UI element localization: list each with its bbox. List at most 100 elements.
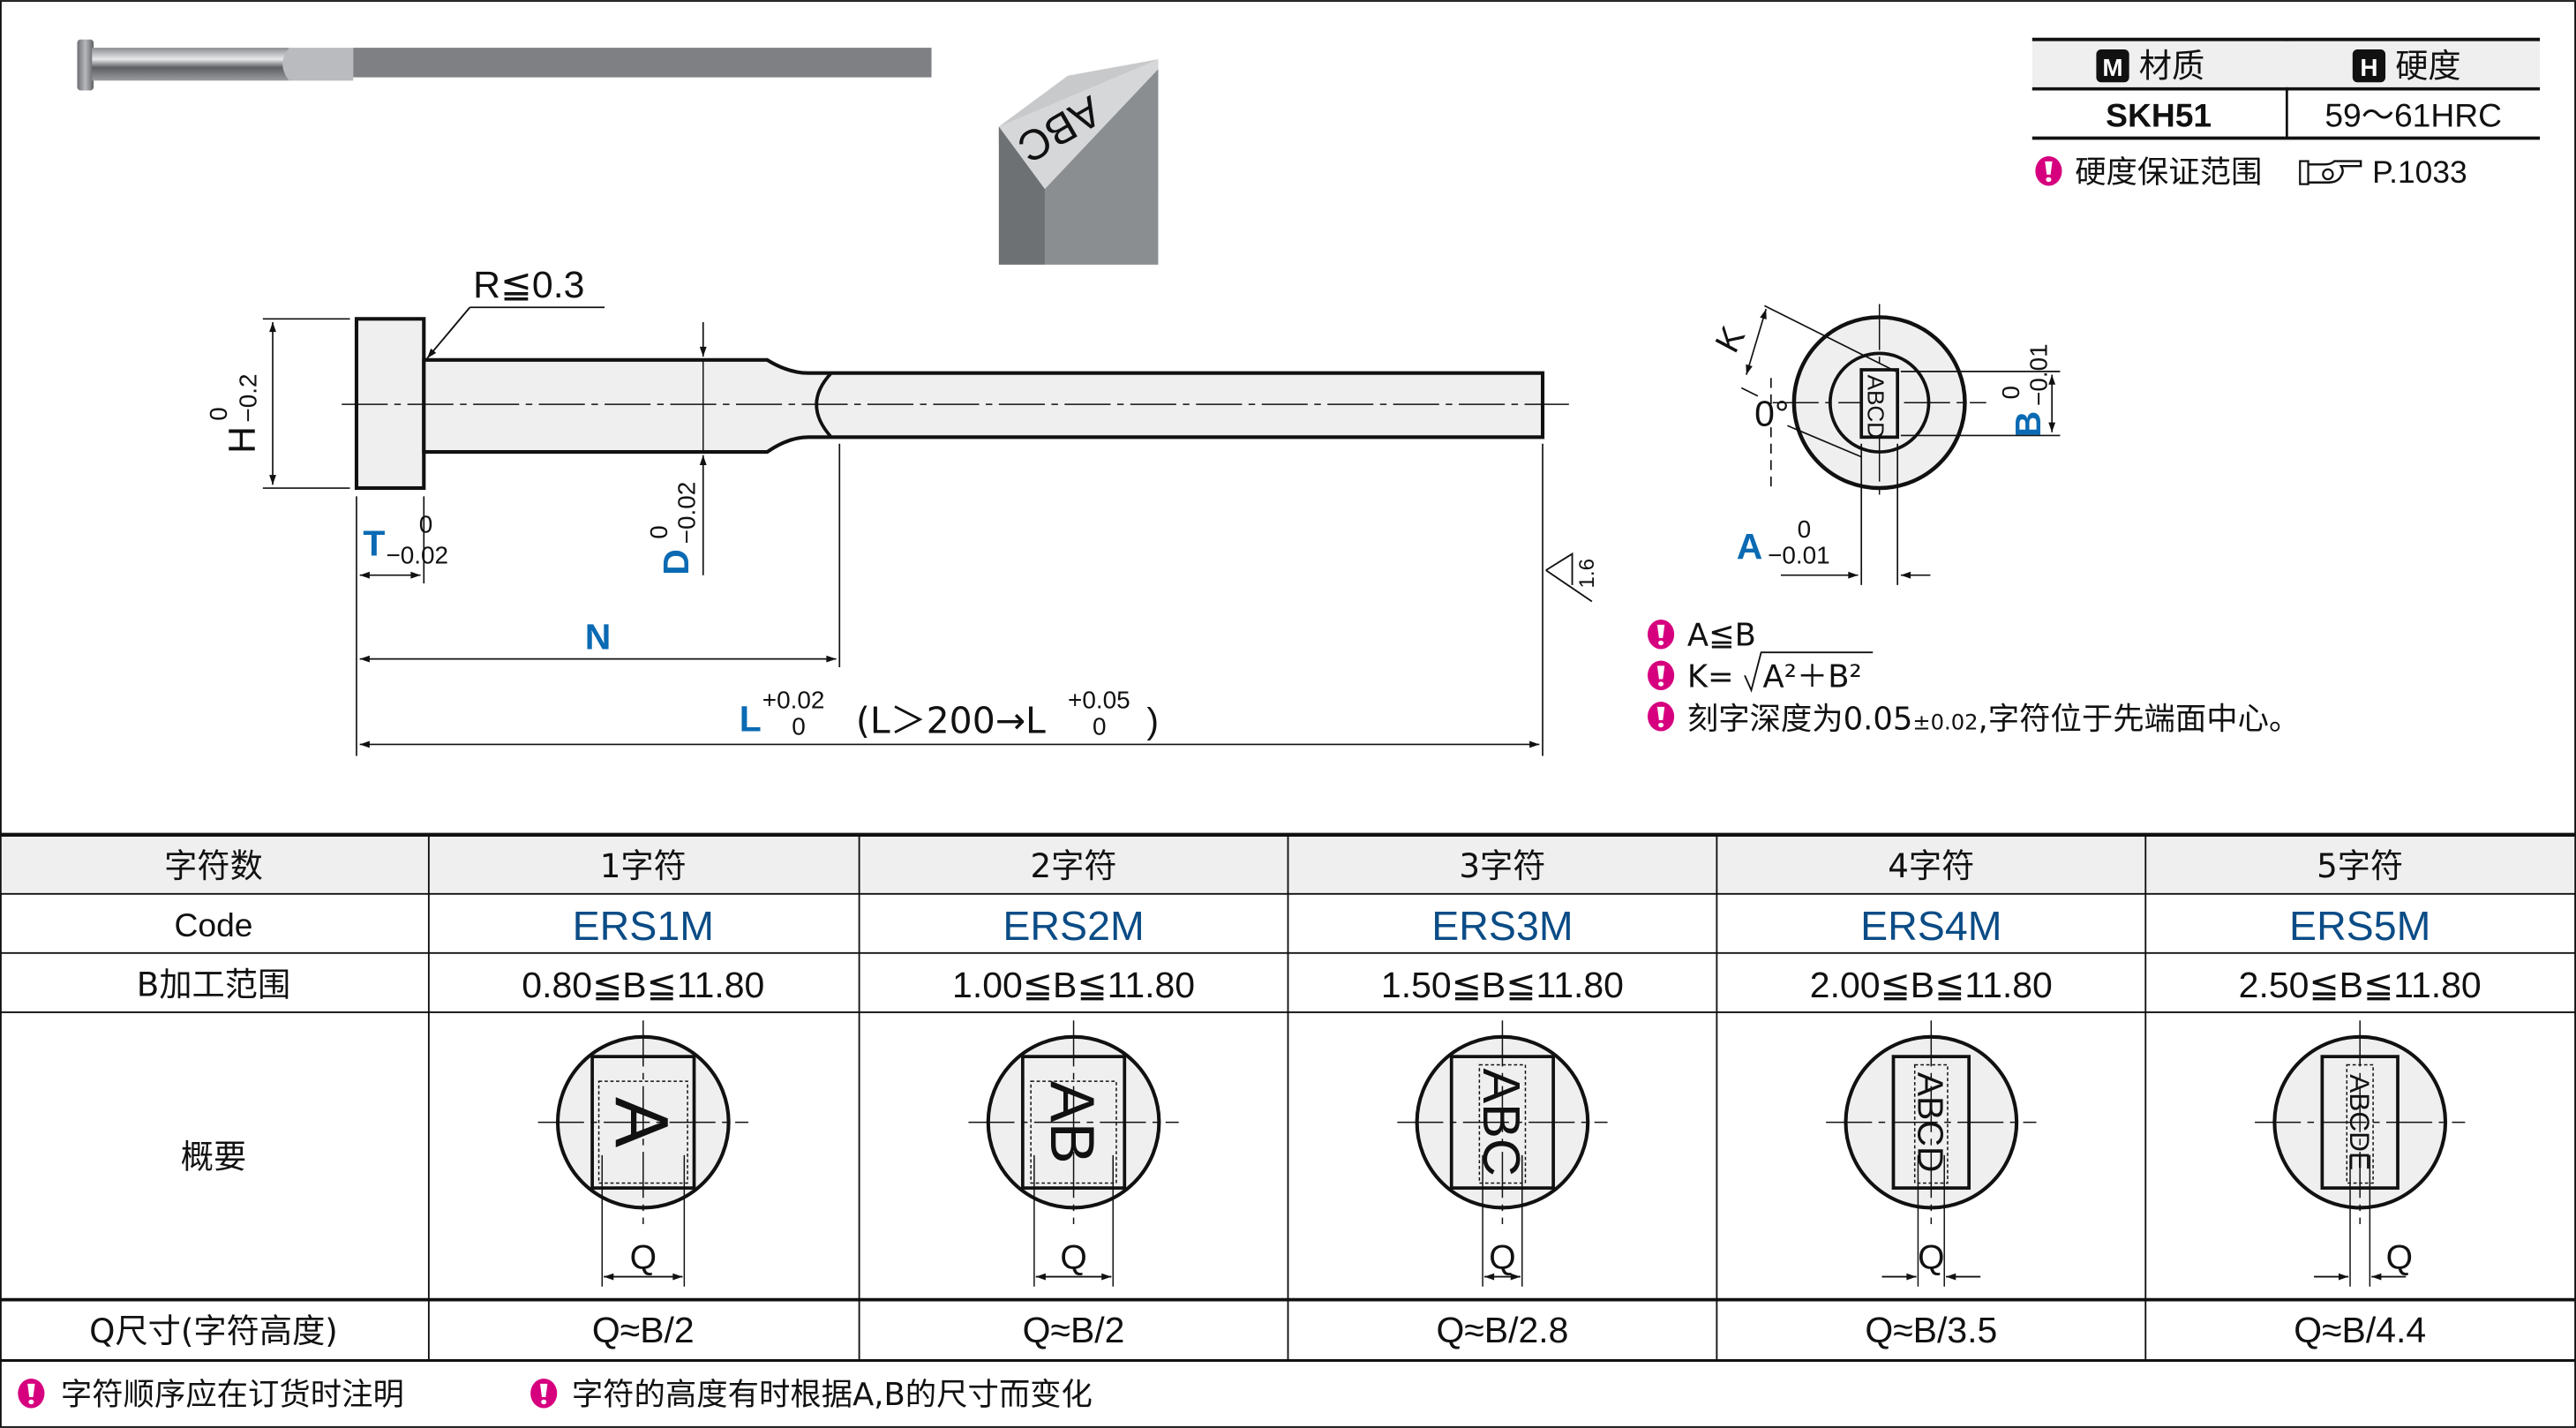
footer-notes: 字符顺序应在订货时注明 字符的高度有时根据A,B的尺寸而变化 <box>18 1377 1093 1413</box>
product-photo-pin <box>77 39 932 91</box>
hardness-badge-letter: H <box>2360 54 2377 81</box>
side-view-drawing: R≦0.3 H 0 −0.2 T 0 −0.02 D 0 −0.02 N <box>205 264 1599 756</box>
material-header-label: 材质 <box>2139 47 2204 86</box>
char-count-cell: 5字符 <box>2317 846 2403 885</box>
drawing-notes: A≦B K= A²＋B² 刻字深度为0.05±0.02,字符位于先端面中心。 <box>1648 618 2300 738</box>
hardness-header-label: 硬度 <box>2395 47 2460 86</box>
pin-head <box>354 317 426 491</box>
q-dimension-label: Q <box>1489 1238 1515 1276</box>
hardness-page-link[interactable]: P.1033 <box>2372 155 2467 190</box>
exclamation-icon <box>18 1379 45 1409</box>
row-label-code: Code <box>175 906 253 943</box>
b-range-cell: 1.50≦B≦11.80 <box>1381 965 1624 1005</box>
material-badge-letter: M <box>2102 54 2122 81</box>
engraving-text: AB <box>1038 1080 1108 1163</box>
hardness-value: 59～61HRC <box>2324 96 2502 133</box>
hardness-header: H 硬度 <box>2352 47 2461 86</box>
exclamation-icon <box>1648 619 1675 650</box>
D-tol-lower: −0.02 <box>672 482 700 545</box>
b-range-cell: 2.00≦B≦11.80 <box>1810 965 2053 1005</box>
note-engrave-text: 刻字深度为0.05±0.02,字符位于先端面中心。 <box>1687 702 2300 738</box>
q-dimension-label: Q <box>1918 1238 1944 1276</box>
L-note-tol-upper: +0.05 <box>1068 686 1130 713</box>
roughness-value: 1.6 <box>1575 559 1599 589</box>
code-cell[interactable]: ERS5M <box>2289 903 2430 949</box>
char-count-cell: 2字符 <box>1030 846 1116 885</box>
L-tol-upper: +0.02 <box>762 686 825 713</box>
angle-label: 0° <box>1754 393 1789 433</box>
code-cell[interactable]: ERS1M <box>573 903 714 949</box>
end-view-drawing: ABCD K 0° B 0 −0.01 A 0 −0.01 <box>1709 304 2061 585</box>
B-tol-upper: 0 <box>1997 386 2024 400</box>
engraving-text: A <box>599 1097 684 1147</box>
L-note-suffix: ) <box>1146 700 1159 740</box>
D-dimension: D 0 −0.02 <box>645 482 701 575</box>
H-tol-lower: −0.2 <box>234 373 261 422</box>
note-k-formula-text: A²＋B² <box>1763 658 1862 695</box>
note-k-formula: K= A²＋B² <box>1648 651 1874 695</box>
material-header: M 材质 <box>2096 47 2204 86</box>
A-label: A <box>1737 526 1763 567</box>
B-label: B <box>2008 411 2048 438</box>
T-tol-upper: 0 <box>419 510 433 537</box>
engraving-diagram: ABCDE Q <box>2255 1020 2466 1287</box>
product-photo-tip: ABC <box>998 59 1159 265</box>
engraving-diagram: AQ <box>537 1020 748 1287</box>
b-range-cell: 2.50≦B≦11.80 <box>2239 965 2482 1005</box>
code-cell[interactable]: ERS3M <box>1431 903 1573 949</box>
exclamation-icon <box>2035 155 2062 186</box>
footer-note-order: 字符顺序应在订货时注明 <box>61 1377 404 1413</box>
row-label-q-size: Q尺寸(字符高度) <box>89 1312 338 1350</box>
B-tol-lower: −0.01 <box>2025 343 2053 406</box>
L-dimension: L +0.02 0 (L＞200→L +0.05 0 ) <box>740 686 1159 741</box>
D-label: D <box>656 549 696 575</box>
char-count-cell: 1字符 <box>600 846 687 885</box>
K-label: K <box>1709 320 1753 358</box>
L-label: L <box>740 699 762 740</box>
row-labels: 字符数 Code B加工范围 概要 Q尺寸(字符高度) <box>89 846 338 1350</box>
exclamation-icon <box>1648 660 1675 691</box>
q-size-cell: Q≈B/2 <box>1023 1310 1125 1350</box>
hardness-badge-icon <box>2352 49 2386 83</box>
note-k-prefix: K= <box>1687 658 1734 695</box>
pointing-hand-icon[interactable] <box>2299 160 2362 185</box>
exclamation-icon <box>530 1379 558 1409</box>
engraving-text: ABCDE <box>2344 1074 2376 1170</box>
N-label: N <box>585 616 612 657</box>
radius-note: R≦0.3 <box>473 264 584 306</box>
hardness-note-text: 硬度保证范围 <box>2075 154 2262 191</box>
note-a-le-b: A≦B <box>1648 618 1756 654</box>
q-dimension-label: Q <box>630 1238 657 1276</box>
row-label-overview: 概要 <box>181 1138 246 1176</box>
q-dimension-label: Q <box>2386 1238 2413 1276</box>
code-cell[interactable]: ERS4M <box>1860 903 2001 949</box>
engraving-text: ABC <box>1472 1068 1531 1176</box>
A-tol-upper: 0 <box>1798 515 1812 543</box>
char-count-cell: 3字符 <box>1459 846 1545 885</box>
note-engrave-depth: 刻字深度为0.05±0.02,字符位于先端面中心。 <box>1648 702 2300 738</box>
D-tol-upper: 0 <box>645 525 672 539</box>
T-tol-lower: −0.02 <box>386 542 448 569</box>
end-view-engraving: ABCD <box>1863 375 1889 439</box>
q-size-cell: Q≈B/2 <box>592 1310 695 1350</box>
engraving-diagram: AB Q <box>968 1020 1179 1287</box>
H-tol-upper: 0 <box>205 407 232 421</box>
b-range-cell: 1.00≦B≦11.80 <box>952 965 1195 1005</box>
q-size-cell: Q≈B/2.8 <box>1436 1310 1568 1350</box>
code-cell[interactable]: ERS2M <box>1003 903 1144 949</box>
q-size-cell: Q≈B/3.5 <box>1865 1310 1997 1350</box>
q-dimension-label: Q <box>1060 1238 1086 1276</box>
B-dimension: B 0 −0.01 <box>1997 343 2053 437</box>
material-badge-icon <box>2096 49 2129 83</box>
row-label-char-count: 字符数 <box>164 846 263 885</box>
L-note-prefix: (L＞200→L <box>856 699 1046 741</box>
note-text: A≦B <box>1687 618 1756 654</box>
material-value: SKH51 <box>2106 96 2212 133</box>
